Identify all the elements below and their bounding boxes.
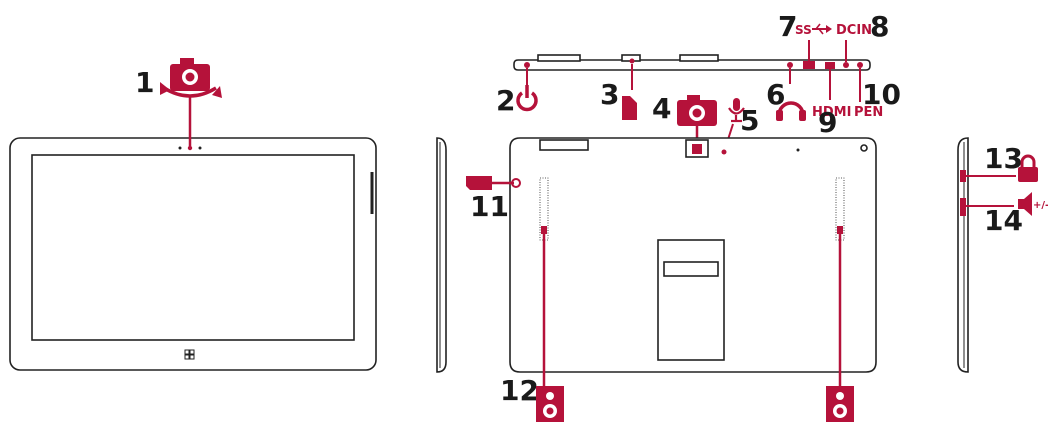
callout-7: 7	[778, 10, 797, 43]
headphones-icon	[776, 101, 806, 121]
tablet-top-edge-view	[513, 40, 871, 102]
microphone-icon	[728, 98, 745, 123]
volume-icon	[1018, 192, 1032, 216]
callout-6: 6	[766, 78, 785, 111]
dcin-label: DCIN	[836, 23, 872, 38]
speaker-icon	[536, 386, 564, 422]
speaker-grille-right	[835, 177, 845, 241]
usb-icon	[812, 23, 832, 35]
callout-8: 8	[870, 10, 889, 43]
windows-logo-icon	[184, 349, 195, 360]
callout-4: 4	[652, 92, 671, 125]
power-icon	[516, 85, 538, 112]
lock-icon	[1018, 154, 1038, 182]
callout-12: 12	[500, 374, 539, 407]
speaker-icon	[826, 386, 854, 422]
usb-label: SS	[795, 23, 812, 37]
callout-3: 3	[600, 78, 619, 111]
tablet-side-view-left	[436, 137, 447, 373]
callout-5: 5	[740, 104, 759, 137]
speaker-grille-left	[539, 177, 549, 241]
callout-10: 10	[862, 78, 901, 111]
callout-9: 9	[818, 106, 837, 139]
camera-icon	[677, 95, 717, 126]
rotate-camera-icon	[160, 58, 222, 98]
tablet-back-view	[509, 137, 877, 373]
tablet-side-view-right	[957, 137, 969, 373]
hdmi-label: HDMI	[812, 105, 851, 120]
callout-11: 11	[470, 190, 509, 223]
pen-label: PEN	[854, 105, 883, 120]
tablet-front-view	[9, 96, 377, 371]
volume-label: +/-	[1033, 200, 1048, 211]
microsd-icon	[466, 176, 492, 190]
sd-card-icon	[622, 96, 637, 120]
callout-13: 13	[984, 142, 1023, 175]
callout-2: 2	[496, 84, 515, 117]
callout-14: 14	[984, 204, 1023, 237]
callout-1: 1	[135, 66, 154, 99]
